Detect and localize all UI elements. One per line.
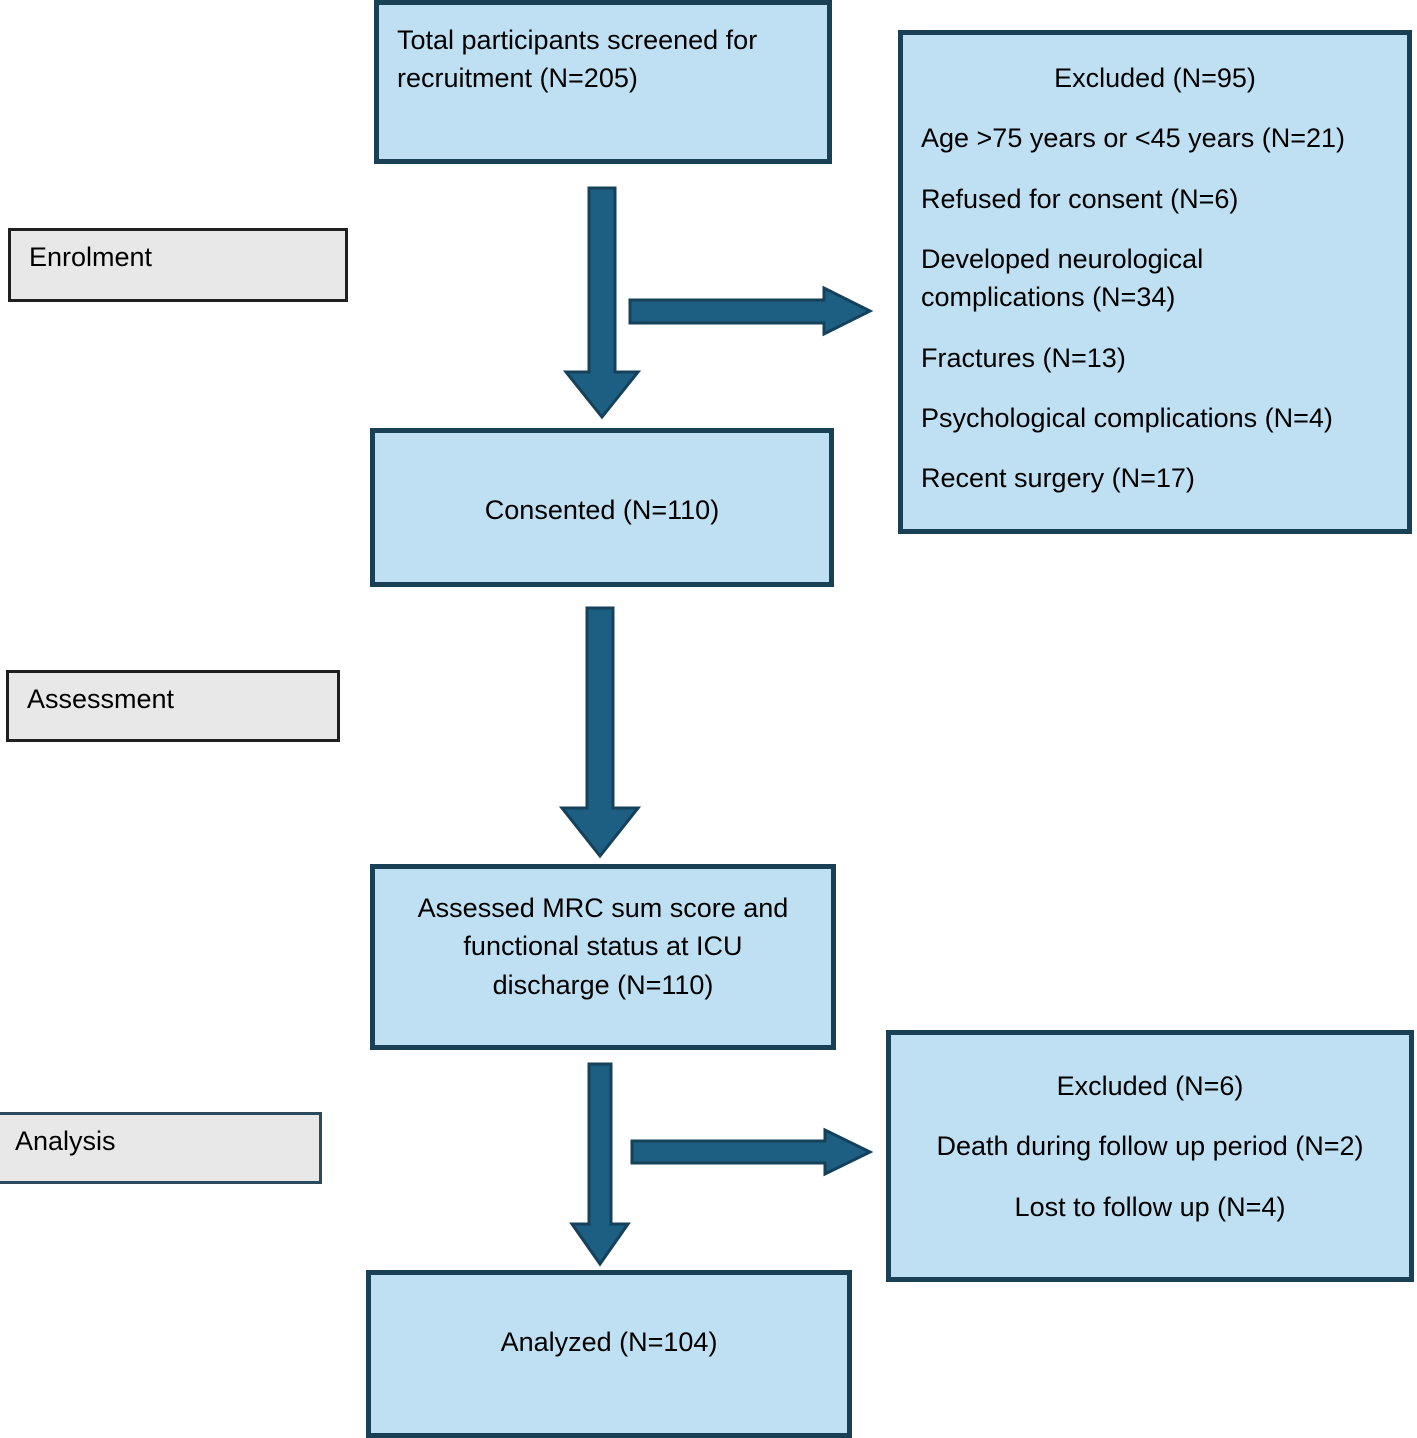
node-excluded-analysis: Excluded (N=6) Death during follow up pe… [886, 1030, 1414, 1282]
node-screened: Total participants screened for recruitm… [374, 0, 832, 164]
node-excluded-analysis-heading: Excluded (N=6) [1056, 1071, 1244, 1101]
arrow-consented-to-assessed [556, 606, 656, 860]
stage-label-analysis-text: Analysis [15, 1126, 116, 1156]
stage-label-enrolment-text: Enrolment [29, 242, 153, 272]
arrow-screened-to-excluded [628, 285, 874, 337]
node-assessed-line-1: Assessed MRC sum score and [417, 893, 789, 923]
node-screened-line-2: recruitment (N=205) [397, 63, 638, 94]
node-assessed-line-2: functional status at ICU [463, 931, 743, 962]
node-consented-line-1: Consented (N=110) [484, 495, 720, 525]
node-excluded-enrolment-item-2: Refused for consent (N=6) [921, 183, 1239, 214]
node-assessed: Assessed MRC sum score and functional st… [370, 864, 836, 1050]
node-excluded-enrolment-item-6: Recent surgery (N=17) [921, 463, 1195, 494]
node-excluded-analysis-item-2: Lost to follow up (N=4) [1014, 1191, 1286, 1222]
node-consented: Consented (N=110) [370, 428, 834, 587]
arrow-assessed-to-excluded [630, 1127, 874, 1177]
node-assessed-line-3: discharge (N=110) [492, 969, 714, 1000]
node-excluded-enrolment-item-5: Psychological complications (N=4) [921, 402, 1333, 433]
node-excluded-enrolment-heading: Excluded (N=95) [1054, 63, 1256, 93]
stage-label-analysis: Analysis [0, 1112, 322, 1184]
node-analyzed: Analyzed (N=104) [366, 1270, 852, 1438]
node-excluded-enrolment-item-3: Developed neurological complications (N=… [921, 243, 1204, 313]
node-excluded-enrolment-item-1: Age >75 years or <45 years (N=21) [921, 123, 1345, 154]
node-excluded-enrolment-item-4: Fractures (N=13) [921, 342, 1126, 373]
arrow-screened-to-consented [560, 186, 644, 420]
node-analyzed-line-1: Analyzed (N=104) [500, 1327, 718, 1357]
node-screened-line-1: Total participants screened for [397, 25, 758, 55]
node-excluded-analysis-item-1: Death during follow up period (N=2) [936, 1131, 1364, 1162]
stage-label-assessment-text: Assessment [27, 684, 175, 714]
arrow-assessed-to-analyzed [569, 1062, 636, 1268]
node-excluded-enrolment: Excluded (N=95) Age >75 years or <45 yea… [898, 30, 1412, 534]
stage-label-enrolment: Enrolment [8, 228, 348, 302]
stage-label-assessment: Assessment [6, 670, 340, 742]
